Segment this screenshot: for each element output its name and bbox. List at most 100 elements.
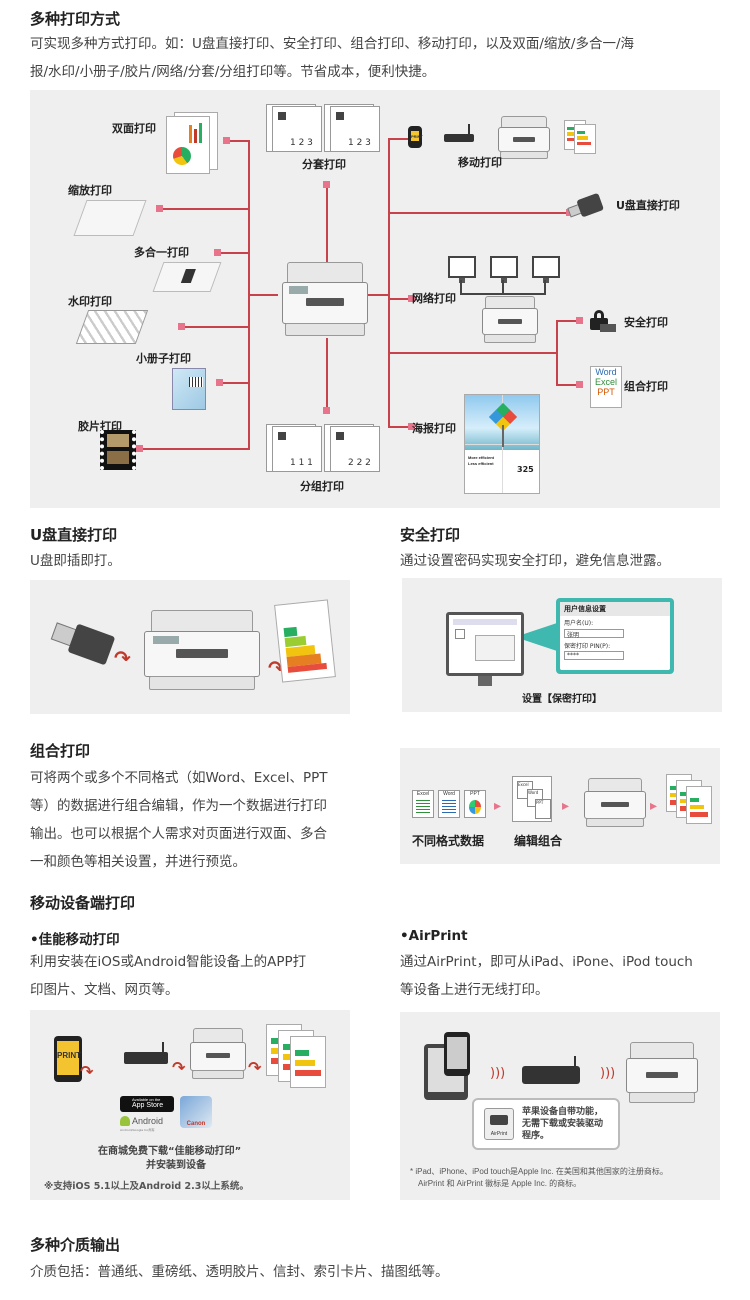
pin-field[interactable]: **** bbox=[564, 651, 624, 660]
bubble-line2: 无需下载或安装驱动 bbox=[522, 1119, 604, 1129]
mobile-printer-icon bbox=[498, 116, 550, 160]
label-group-print: 分组打印 bbox=[300, 480, 344, 493]
usb-stick-icon bbox=[49, 617, 116, 666]
airprint-subtitle: •AirPrint bbox=[400, 928, 468, 944]
label-collate-print: 分套打印 bbox=[302, 158, 346, 171]
airprint-desc-line1: 通过AirPrint，即可从iPad、iPone、iPod touch bbox=[400, 954, 693, 970]
booklet-icon bbox=[172, 368, 206, 410]
network-printer-icon bbox=[482, 296, 538, 344]
airprint-note-line1: * iPad、iPhone、iPod touch是Apple Inc. 在美国和… bbox=[410, 1167, 668, 1176]
monitor-icon bbox=[446, 612, 524, 676]
bubble-line3: 程序。 bbox=[522, 1131, 550, 1141]
airprint-desc-line2: 等设备上进行无线打印。 bbox=[400, 982, 549, 998]
printed-documents-icon bbox=[266, 1024, 330, 1094]
section-title-print-modes: 多种打印方式 bbox=[30, 10, 121, 28]
pin-label: 保密打印 PIN(P): bbox=[564, 643, 611, 650]
mobile-output-docs-icon bbox=[564, 120, 598, 156]
airprint-info-bubble: AirPrint 苹果设备自带功能， 无需下载或安装驱动 程序。 bbox=[472, 1098, 620, 1150]
combine-print-illustration: Excel Word PPT ▸ Excel Word PPT ▸ ▸ 不同格式… bbox=[400, 748, 720, 864]
canon-app-icon[interactable]: Canon bbox=[180, 1096, 212, 1128]
label-watermark-print: 水印打印 bbox=[68, 295, 112, 308]
combine-desc-line2: 等）的数据进行组合编辑，作为一个数据进行打印 bbox=[30, 798, 327, 814]
arrow-icon: ▸ bbox=[562, 798, 570, 814]
wireless-icon: ))) bbox=[600, 1066, 616, 1081]
label-booklet-print: 小册子打印 bbox=[136, 352, 191, 365]
combine-desc-line1: 可将两个或多个不同格式（如Word、Excel、PPT bbox=[30, 770, 328, 786]
printed-documents-icon bbox=[666, 774, 712, 826]
media-section-desc: 介质包括：普通纸、重磅纸、透明胶片、信封、索引卡片、描图纸等。 bbox=[30, 1264, 449, 1280]
monitor-icon-1 bbox=[448, 256, 476, 283]
wifi-router-icon bbox=[522, 1056, 580, 1084]
secure-print-illustration: 用户信息设置 用户名(U): 张明 保密打印 PIN(P): **** 设置【保… bbox=[402, 578, 722, 712]
label-combine-print: 组合打印 bbox=[624, 380, 668, 393]
label-different-formats: 不同格式数据 bbox=[412, 834, 485, 848]
canon-caption1: 在商城免费下载“佳能移动打印” bbox=[98, 1146, 242, 1157]
label-edit-combine: 编辑组合 bbox=[514, 834, 563, 848]
bubble-line1: 苹果设备自带功能， bbox=[522, 1107, 604, 1117]
printer-icon bbox=[144, 610, 260, 692]
arrow-icon: ↷ bbox=[114, 646, 131, 670]
combine-desc-line4: 一和颜色等相关设置，并进行预览。 bbox=[30, 854, 246, 870]
section-desc-line1: 可实现多种方式打印。如：U盘直接打印、安全打印、组合打印、移动打印，以及双面/缩… bbox=[30, 36, 635, 52]
label-network-print: 网络打印 bbox=[412, 292, 456, 305]
poster-image: More efficient Less efficient 325 bbox=[464, 394, 540, 494]
app-store-badge[interactable]: Available on the App Store bbox=[120, 1096, 174, 1112]
usb-print-illustration: ↷ ↷ bbox=[30, 580, 350, 714]
printer-icon bbox=[626, 1042, 698, 1104]
section-desc-line2: 报/水印/小册子/胶片/网络/分套/分组打印等。节省成本，便利快捷。 bbox=[30, 64, 436, 80]
arrow-icon: ↷ bbox=[248, 1058, 262, 1077]
canon-desc-line2: 印图片、文档、网页等。 bbox=[30, 982, 179, 998]
duplex-document-icon bbox=[166, 112, 218, 174]
office-formats-icon: Word Excel PPT bbox=[590, 366, 622, 408]
label-usb-print: U盘直接打印 bbox=[616, 199, 680, 212]
smartphone-icon: PRINT bbox=[54, 1036, 82, 1082]
canon-caption2: 并安装到设备 bbox=[146, 1160, 206, 1171]
usb-stick-icon bbox=[566, 192, 605, 222]
label-secure-print: 安全打印 bbox=[624, 316, 668, 329]
secure-section-desc: 通过设置密码实现安全打印，避免信息泄露。 bbox=[400, 553, 670, 569]
canon-desc-line1: 利用安装在iOS或Android智能设备上的APP打 bbox=[30, 954, 307, 970]
monitor-icon-2 bbox=[490, 256, 518, 283]
usb-section-desc: U盘即插即打。 bbox=[30, 553, 121, 569]
arrow-icon: ▸ bbox=[494, 798, 502, 814]
router-icon bbox=[444, 124, 474, 142]
section-title-combine-print: 组合打印 bbox=[30, 742, 91, 760]
section-title-mobile-print: 移动设备端打印 bbox=[30, 894, 136, 912]
ppt-file-icon: PPT bbox=[464, 790, 486, 818]
word-file-icon: Word bbox=[438, 790, 460, 818]
center-printer-icon bbox=[282, 262, 368, 338]
combined-document-icon: Excel Word PPT bbox=[512, 776, 552, 822]
film-icon bbox=[100, 430, 136, 470]
multi-page-document-icon bbox=[152, 262, 222, 292]
printer-icon bbox=[190, 1028, 246, 1080]
android-badge[interactable]: Android Android/Google Inc所有 bbox=[120, 1116, 164, 1132]
user-info-dialog: 用户信息设置 用户名(U): 张明 保密打印 PIN(P): **** bbox=[556, 598, 674, 674]
label-film-print: 胶片打印 bbox=[78, 420, 122, 433]
group-documents-icon: 1 1 1 2 2 2 bbox=[266, 424, 386, 472]
router-icon bbox=[124, 1042, 168, 1064]
lock-keyboard-icon bbox=[590, 310, 616, 332]
canon-mobile-subtitle: •佳能移动打印 bbox=[30, 932, 120, 948]
label-poster-print: 海报打印 bbox=[412, 422, 456, 435]
section-title-usb-print: U盘直接打印 bbox=[30, 526, 118, 544]
canon-mobile-illustration: PRINT ↷ ↷ ↷ Available on the App Store A… bbox=[30, 1010, 350, 1200]
airprint-illustration: ))) ))) AirPrint 苹果设备自带功能， 无需下载或安装驱动 程序。… bbox=[400, 1012, 720, 1200]
airprint-note-line2: AirPrint 和 AirPrint 徽标是 Apple Inc. 的商标。 bbox=[418, 1179, 582, 1188]
canon-note: ※支持iOS 5.1以上及Android 2.3以上系统。 bbox=[44, 1181, 249, 1192]
label-mobile-print: 移动打印 bbox=[458, 156, 502, 169]
print-modes-diagram: 双面打印 缩放打印 多合一打印 水印打印 小册子打印 胶片打印 1 2 3 1 … bbox=[30, 90, 720, 508]
iphone-icon bbox=[444, 1032, 470, 1076]
arrow-icon: ↷ bbox=[80, 1062, 94, 1081]
arrow-icon: ↷ bbox=[172, 1058, 186, 1077]
combine-desc-line3: 输出。也可以根据个人需求对页面进行双面、多合 bbox=[30, 826, 327, 842]
label-zoom-print: 缩放打印 bbox=[68, 184, 112, 197]
username-label: 用户名(U): bbox=[564, 620, 594, 627]
monitor-icon-3 bbox=[532, 256, 560, 283]
label-duplex-print: 双面打印 bbox=[112, 122, 156, 135]
wireless-icon: ))) bbox=[490, 1066, 506, 1081]
arrow-icon: ▸ bbox=[650, 798, 658, 814]
zoom-document-icon bbox=[73, 200, 147, 236]
excel-file-icon: Excel bbox=[412, 790, 434, 818]
username-field[interactable]: 张明 bbox=[564, 629, 624, 639]
section-title-secure-print: 安全打印 bbox=[400, 526, 461, 544]
